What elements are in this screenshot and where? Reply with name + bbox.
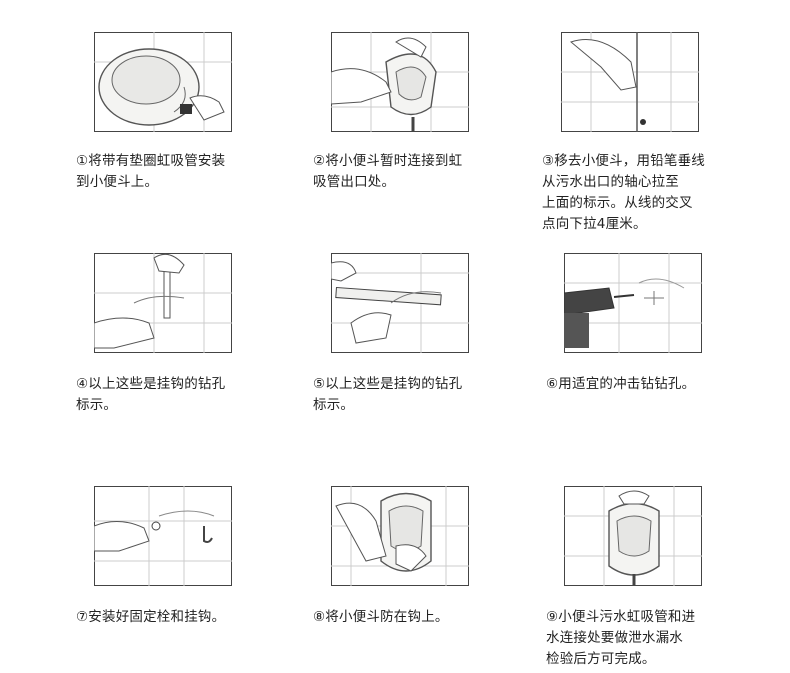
- step-2-caption: ②将小便斗暂时连接到虹 吸管出口处。: [313, 153, 463, 190]
- step-9-illustration: [564, 486, 702, 586]
- step-7-caption: ⑦安装好固定栓和挂钩。: [76, 609, 226, 625]
- step-8-illustration: [331, 486, 469, 586]
- step-1-illustration: [94, 32, 232, 132]
- step-6-caption: ⑥用适宜的冲击钻钻孔。: [546, 376, 696, 392]
- step-7-illustration: [94, 486, 232, 586]
- step-5-illustration: [331, 253, 469, 353]
- step-2-illustration: [331, 32, 469, 132]
- step-3-caption: ③移去小便斗，用铅笔垂线 从污水出口的轴心拉至 上面的标示。从线的交叉 点向下拉…: [542, 153, 706, 232]
- step-4-caption: ④以上这些是挂钩的钻孔 标示。: [76, 376, 226, 413]
- step-6-illustration: [564, 253, 702, 353]
- step-5-caption: ⑤以上这些是挂钩的钻孔 标示。: [313, 376, 463, 413]
- step-1-caption: ①将带有垫圈虹吸管安装 到小便斗上。: [76, 153, 226, 190]
- step-9-caption: ⑨小便斗污水虹吸管和进 水连接处要做泄水漏水 检验后方可完成。: [546, 609, 696, 667]
- step-8-caption: ⑧将小便斗防在钩上。: [313, 609, 449, 625]
- step-4-illustration: [94, 253, 232, 353]
- step-3-illustration: [561, 32, 699, 132]
